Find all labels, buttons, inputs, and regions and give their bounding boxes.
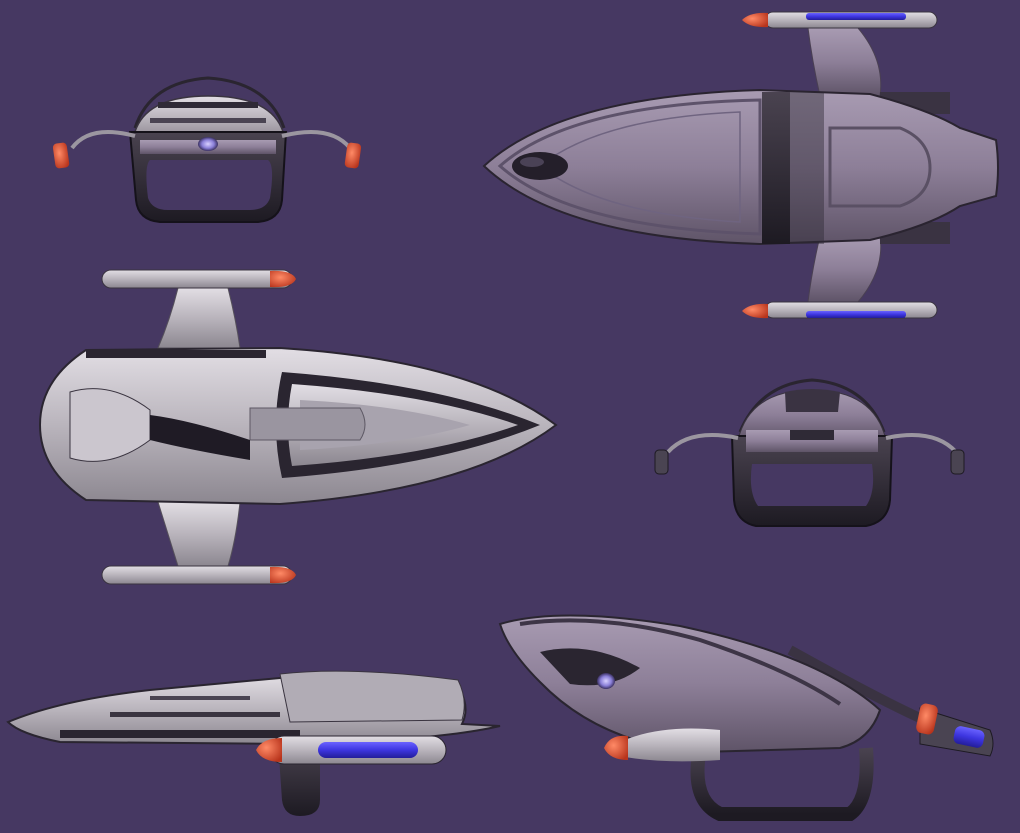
ship-ventral-view-icon: [38, 269, 558, 585]
ship-dorsal-view-icon: [482, 11, 999, 319]
ship-front-view-icon: [52, 76, 362, 223]
ship-side-view-icon: [6, 670, 501, 816]
ship-perspective-view-icon: [498, 614, 994, 821]
ship-rear-view-icon: [654, 378, 965, 527]
